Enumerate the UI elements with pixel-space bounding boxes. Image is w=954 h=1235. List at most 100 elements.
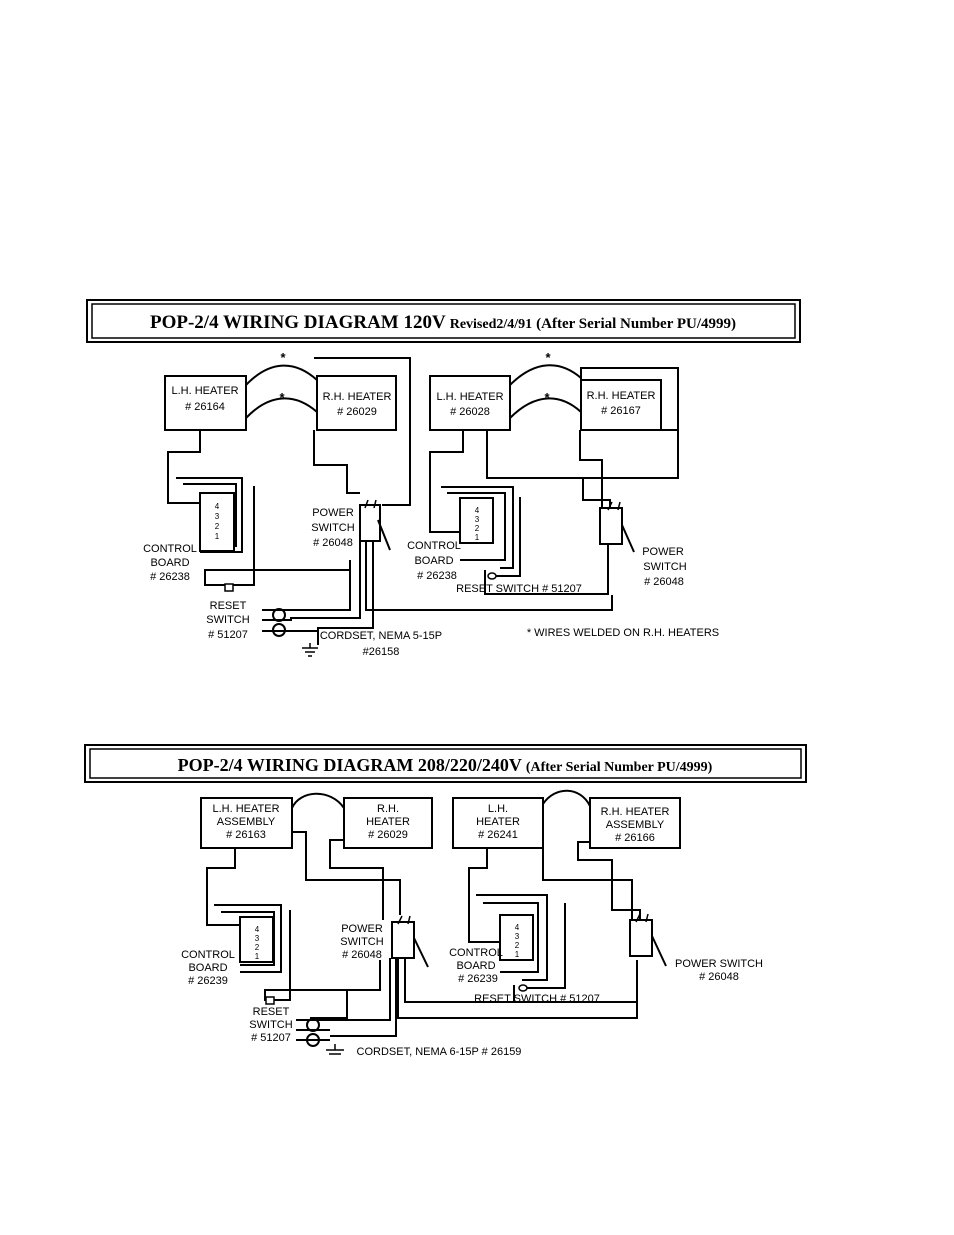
svg-text:3: 3 (475, 515, 480, 524)
svg-text:SWITCH: SWITCH (206, 614, 249, 626)
welded-wires-note: * WIRES WELDED ON R.H. HEATERS (527, 627, 719, 639)
svg-text:SWITCH: SWITCH (643, 561, 686, 573)
power-switch-label: POWER (312, 507, 354, 519)
diagram-title: POP-2/4 WIRING DIAGRAM 120V Revised2/4/9… (150, 312, 736, 333)
left-unit-120v: L.H. HEATER # 26164 R.H. HEATER # 26029 … (143, 350, 613, 658)
rh-heater-part: # 26166 (615, 832, 655, 844)
lh-heater-part: # 26241 (478, 829, 518, 841)
weld-asterisk: * (279, 390, 285, 405)
power-switch-symbol (629, 919, 653, 957)
svg-text:# 26239: # 26239 (458, 973, 498, 985)
reset-switch-symbol (487, 572, 497, 580)
rh-heater-part: # 26029 (368, 829, 408, 841)
diagram-208-240v: POP-2/4 WIRING DIAGRAM 208/220/240V (Aft… (84, 744, 807, 1058)
welded-wire-bottom (245, 397, 318, 419)
svg-text:ASSEMBLY: ASSEMBLY (217, 816, 276, 828)
reset-switch-symbol (265, 996, 275, 1005)
rh-heater-box (589, 797, 681, 849)
svg-text:BOARD: BOARD (414, 555, 453, 567)
weld-asterisk: * (544, 390, 550, 405)
rh-heater-label: R.H. (377, 803, 399, 815)
svg-text:# 26048: # 26048 (644, 576, 684, 588)
power-switch-label: POWER SWITCH (675, 958, 763, 970)
welded-wire-bottom (509, 397, 582, 419)
svg-text:BOARD: BOARD (456, 960, 495, 972)
svg-text:1: 1 (515, 950, 520, 959)
welded-wire-top (509, 364, 582, 386)
heater-link-wire (542, 789, 591, 807)
right-unit-240v: L.H. HEATER # 26241 R.H. HEATER ASSEMBLY… (449, 789, 763, 1005)
svg-text:# 26048: # 26048 (313, 537, 353, 549)
lh-heater-label: L.H. HEATER (171, 385, 238, 397)
svg-text:# 51207: # 51207 (251, 1032, 291, 1044)
cordset-label: CORDSET, NEMA 6-15P # 26159 (357, 1046, 522, 1058)
svg-text:ASSEMBLY: ASSEMBLY (606, 819, 665, 831)
reset-switch-symbol (224, 583, 234, 592)
right-unit-120v: L.H. HEATER # 26028 R.H. HEATER # 26167 … (407, 350, 687, 595)
svg-text:SWITCH: SWITCH (340, 936, 383, 948)
svg-text:3: 3 (215, 512, 220, 521)
power-switch-symbol (391, 921, 415, 959)
control-board-label: CONTROL (143, 543, 197, 555)
control-board-box (199, 492, 235, 552)
rh-heater-box (316, 375, 397, 431)
lh-heater-box (452, 797, 544, 849)
svg-text:#26158: #26158 (363, 646, 400, 658)
lh-heater-part: # 26028 (450, 406, 490, 418)
svg-text:2: 2 (515, 941, 520, 950)
svg-text:# 26239: # 26239 (188, 975, 228, 987)
rh-heater-part: # 26029 (337, 406, 377, 418)
svg-text:HEATER: HEATER (476, 816, 520, 828)
rh-heater-label: R.H. HEATER (601, 806, 670, 818)
title-banner-frame (86, 299, 801, 343)
svg-text:3: 3 (515, 932, 520, 941)
svg-text:1: 1 (215, 532, 220, 541)
svg-text:4: 4 (475, 506, 480, 515)
svg-text:4: 4 (515, 923, 520, 932)
left-unit-240v: L.H. HEATER ASSEMBLY # 26163 R.H. HEATER… (181, 792, 638, 1058)
svg-text:SWITCH: SWITCH (311, 522, 354, 534)
svg-text:# 51207: # 51207 (208, 629, 248, 641)
rh-heater-label: R.H. HEATER (323, 391, 392, 403)
reset-switch-symbol (518, 984, 528, 992)
svg-text:# 26048: # 26048 (699, 971, 739, 983)
welded-wire-top (245, 364, 318, 386)
control-board-box (499, 914, 534, 961)
svg-text:HEATER: HEATER (366, 816, 410, 828)
control-board-label: CONTROL (449, 947, 503, 959)
svg-text:SWITCH: SWITCH (249, 1019, 292, 1031)
svg-text:BOARD: BOARD (188, 962, 227, 974)
svg-text:1: 1 (475, 533, 480, 542)
svg-text:3: 3 (255, 934, 260, 943)
rh-heater-box (343, 797, 433, 849)
reset-switch-label: RESET (210, 600, 247, 612)
svg-text:# 26238: # 26238 (417, 570, 457, 582)
svg-text:4: 4 (215, 502, 220, 511)
ground-icon (326, 1044, 344, 1055)
svg-text:# 26048: # 26048 (342, 949, 382, 961)
ground-icon (302, 643, 318, 657)
control-board-label: CONTROL (407, 540, 461, 552)
svg-text:BOARD: BOARD (150, 557, 189, 569)
weld-asterisk: * (280, 350, 286, 365)
lh-heater-box (429, 375, 511, 431)
rh-heater-label: R.H. HEATER (587, 390, 656, 402)
lh-heater-label: L.H. HEATER (212, 803, 279, 815)
reset-switch-label: RESET SWITCH # 51207 (456, 583, 582, 595)
power-switch-symbol (599, 507, 623, 545)
reset-switch-label: RESET SWITCH # 51207 (474, 993, 600, 1005)
lh-heater-part: # 26164 (185, 401, 225, 413)
svg-text:1: 1 (255, 952, 260, 961)
reset-switch-label: RESET (253, 1006, 290, 1018)
svg-text:4: 4 (255, 925, 260, 934)
svg-text:2: 2 (255, 943, 260, 952)
diagram-title: POP-2/4 WIRING DIAGRAM 208/220/240V (Aft… (178, 755, 713, 775)
lh-heater-box (164, 375, 247, 431)
control-board-box (459, 497, 494, 544)
svg-text:# 26238: # 26238 (150, 571, 190, 583)
power-switch-label: POWER (341, 923, 383, 935)
lh-heater-label: L.H. HEATER (436, 391, 503, 403)
lh-heater-label: L.H. (488, 803, 508, 815)
lh-heater-part: # 26163 (226, 829, 266, 841)
lh-heater-box (200, 797, 293, 849)
